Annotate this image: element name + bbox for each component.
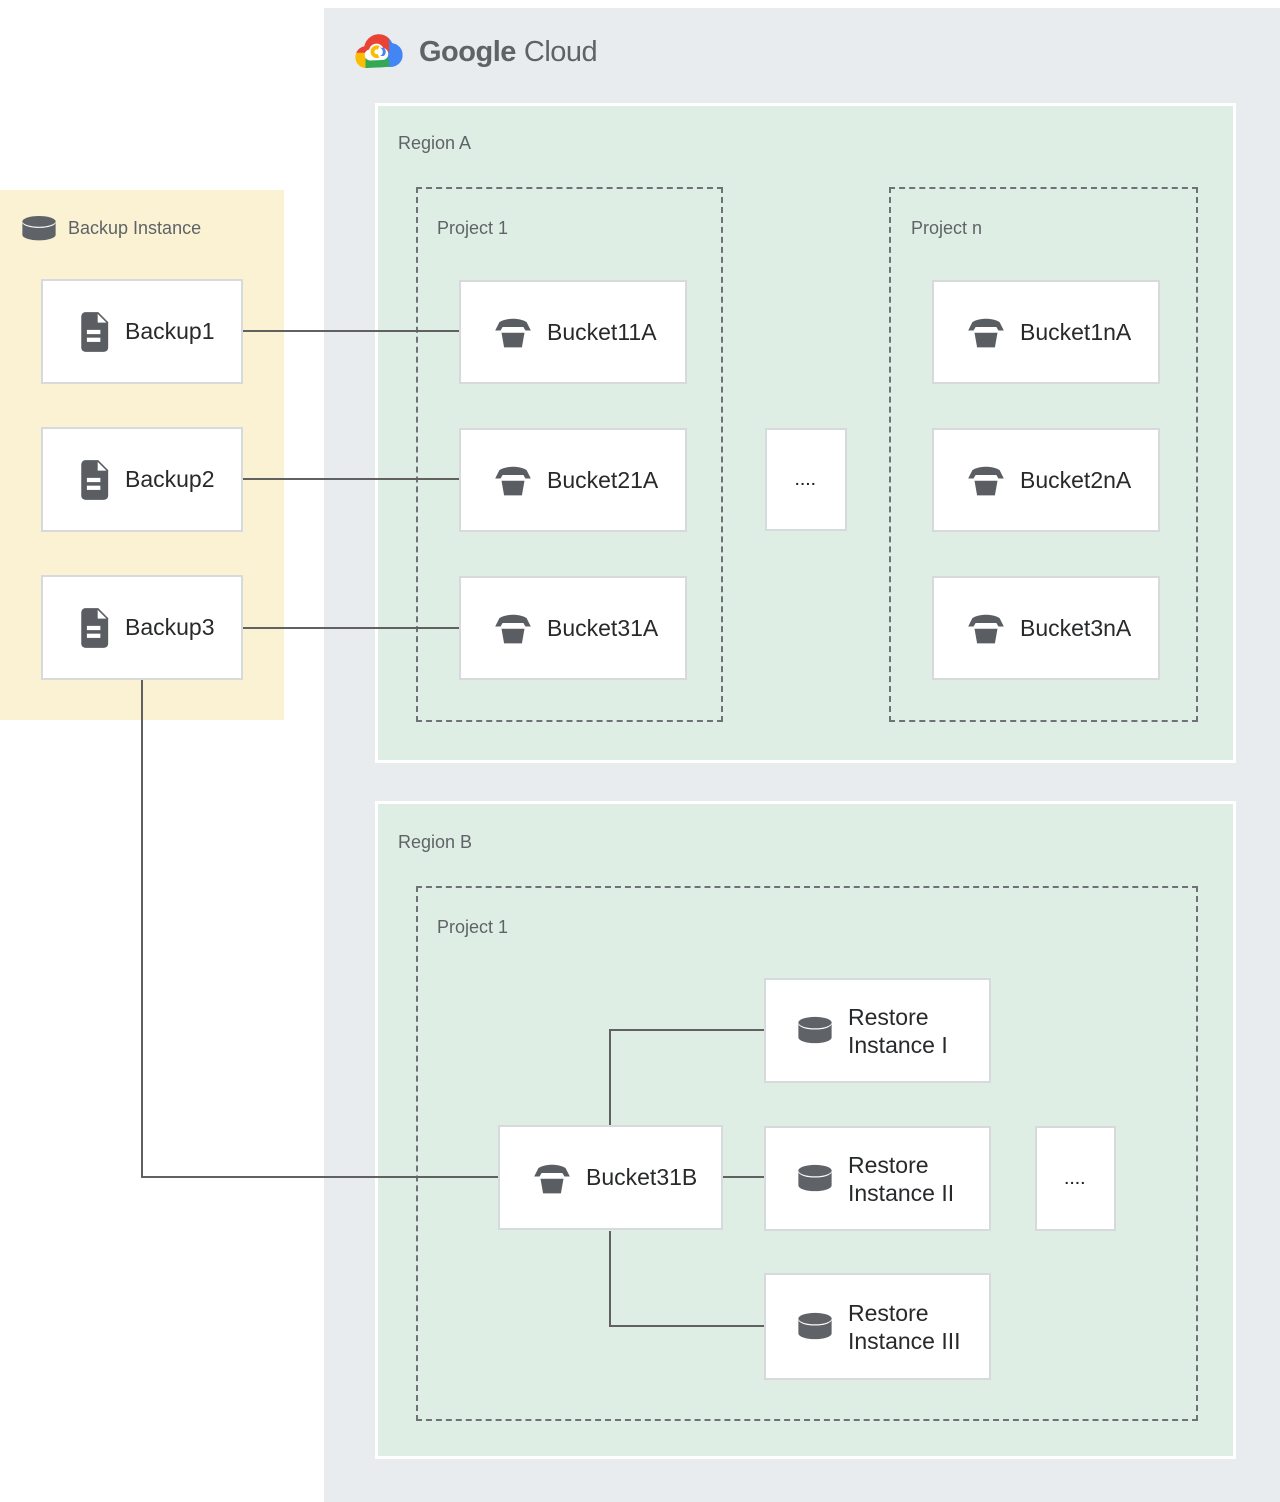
project-n-region-a-label: Project n [911, 218, 983, 238]
backup1-node: Backup1 [41, 279, 243, 384]
document-icon [81, 311, 109, 352]
bucket31a-node: Bucket31A [459, 576, 687, 680]
restore-instance-label: Restore Instance II [848, 1151, 955, 1206]
database-icon [798, 1016, 832, 1044]
bucket-node-label: Bucket1nA [1020, 318, 1132, 345]
connector-bucket31b-restore1 [609, 1029, 764, 1031]
bucket31b-node: Bucket31B [498, 1125, 723, 1230]
storage-bucket-icon [968, 614, 1004, 644]
storage-bucket-icon [495, 318, 531, 348]
backup-node-label: Backup3 [125, 614, 215, 640]
google-cloud-logo-icon [355, 34, 403, 69]
restore-instance-1-node: Restore Instance I [764, 978, 991, 1083]
bucket-node-label: Bucket31B [586, 1164, 698, 1190]
project-1-region-a-label: Project 1 [437, 218, 509, 238]
connector-backup3-down [141, 680, 143, 1178]
ellipsis-label: .... [1064, 1170, 1087, 1187]
region-b-label: Region B [398, 832, 473, 852]
database-icon [798, 1312, 832, 1340]
more-restores-ellipsis: .... [1035, 1126, 1116, 1231]
storage-bucket-icon [495, 614, 531, 644]
more-projects-ellipsis: .... [765, 428, 847, 531]
document-icon [81, 459, 109, 500]
storage-bucket-icon [968, 466, 1004, 496]
logo-product-text: Cloud [523, 35, 598, 68]
bucket1na-node: Bucket1nA [932, 280, 1160, 384]
bucket-node-label: Bucket11A [547, 318, 657, 345]
bucket11a-node: Bucket11A [459, 280, 687, 384]
restore-instance-label: Restore Instance III [848, 1299, 961, 1354]
storage-bucket-icon [968, 318, 1004, 348]
backup3-node: Backup3 [41, 575, 243, 680]
project-n-region-a [889, 187, 1198, 722]
connector-bucket31b-restore3 [609, 1325, 764, 1327]
logo-brand-text: Google [419, 35, 516, 68]
project-1-region-a [416, 187, 723, 722]
document-icon [81, 607, 109, 648]
backup-instance-title: Backup Instance [68, 218, 202, 238]
connector-bucket31b-up [609, 1030, 611, 1125]
connector-backup3-bucket31a [243, 627, 459, 629]
project-1-region-b [416, 886, 1198, 1421]
connector-bucket31b-restore2 [723, 1176, 764, 1178]
backup-instance-header: Backup Instance [20, 215, 201, 242]
database-icon [798, 1164, 832, 1192]
storage-bucket-icon [534, 1164, 570, 1193]
bucket-node-label: Bucket2nA [1020, 466, 1132, 493]
bucket21a-node: Bucket21A [459, 428, 687, 532]
backup-node-label: Backup2 [125, 466, 215, 492]
connector-bucket31b-down [609, 1231, 611, 1327]
region-a-label: Region A [398, 133, 472, 153]
connector-backup1-bucket11a [243, 330, 459, 332]
bucket-node-label: Bucket31A [547, 614, 659, 641]
ellipsis-label: .... [795, 471, 817, 488]
restore-instance-3-node: Restore Instance III [764, 1273, 991, 1380]
connector-backup3-bucket31b [141, 1176, 498, 1178]
bucket3na-node: Bucket3nA [932, 576, 1160, 680]
bucket-node-label: Bucket3nA [1020, 614, 1132, 641]
project-1-region-b-label: Project 1 [437, 917, 509, 937]
backup2-node: Backup2 [41, 427, 243, 532]
bucket2na-node: Bucket2nA [932, 428, 1160, 532]
storage-bucket-icon [495, 466, 531, 496]
restore-instance-2-node: Restore Instance II [764, 1126, 991, 1231]
connector-backup2-bucket21a [243, 478, 459, 480]
bucket-node-label: Bucket21A [547, 466, 659, 493]
database-icon [22, 215, 56, 241]
backup-node-label: Backup1 [125, 318, 215, 344]
restore-instance-label: Restore Instance I [848, 1003, 948, 1058]
